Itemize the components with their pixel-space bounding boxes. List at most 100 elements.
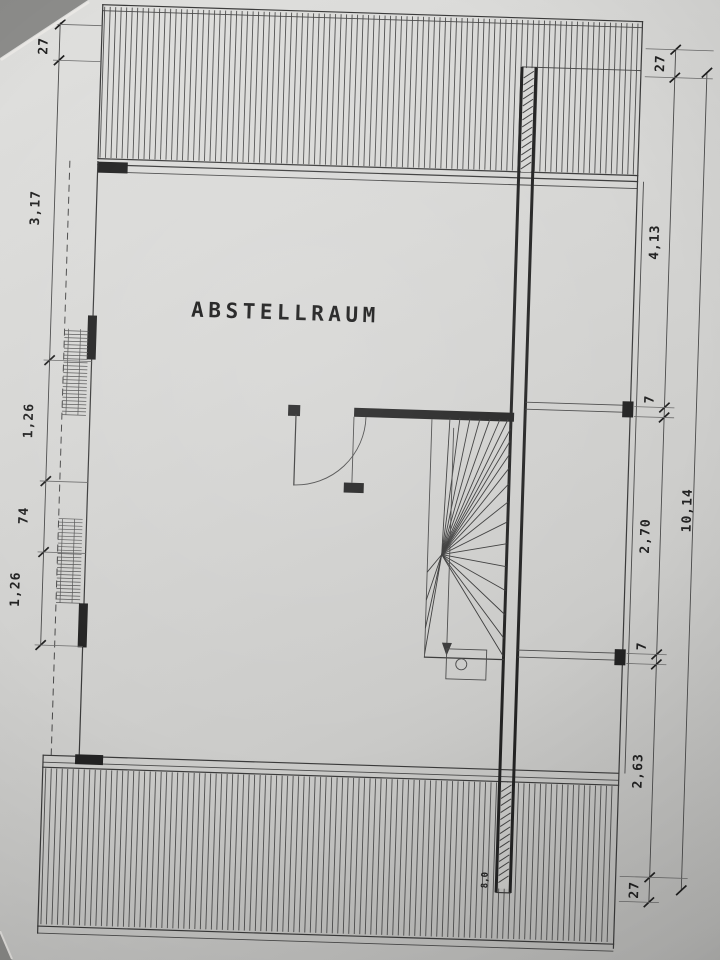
hatch-line xyxy=(605,22,611,174)
hatch-line xyxy=(238,774,245,931)
dim-left-0: 27 xyxy=(36,37,52,55)
bottom-band-frame xyxy=(36,754,620,952)
hatch-line xyxy=(572,21,578,173)
hatch-line xyxy=(594,22,600,174)
hatch-line xyxy=(199,773,206,930)
hatch-line xyxy=(133,771,140,928)
hatch-line xyxy=(128,771,135,927)
hatch-line xyxy=(588,22,595,174)
insulation-tick xyxy=(500,812,511,820)
hatch-line xyxy=(313,13,320,165)
hatch-line xyxy=(214,10,221,162)
chimney-flue-circle xyxy=(455,658,468,671)
hatch-line xyxy=(67,769,74,926)
hatch-line xyxy=(342,777,349,934)
top-band-frame xyxy=(97,4,644,177)
hatch-line xyxy=(100,770,107,927)
hatch-line xyxy=(209,10,216,162)
window-tick xyxy=(57,542,82,545)
hatch-line xyxy=(260,775,267,932)
window-hatch xyxy=(55,330,89,604)
insulation-tick xyxy=(520,154,532,163)
hatch-line xyxy=(573,785,580,941)
hatch-line xyxy=(381,778,388,935)
hatch-line xyxy=(511,19,518,171)
hatch-line xyxy=(408,779,415,936)
hatch-line xyxy=(390,15,397,167)
hatch-line xyxy=(40,768,47,925)
hatch-line xyxy=(220,10,227,162)
window-tick xyxy=(62,407,87,409)
hatch-line xyxy=(182,9,188,161)
hatch-line xyxy=(412,16,419,168)
hatch-line xyxy=(590,785,596,942)
hatch-line xyxy=(403,779,410,936)
hatch-line xyxy=(242,11,249,163)
hatch-line xyxy=(441,780,448,937)
window-tick xyxy=(62,400,87,402)
hatch-line xyxy=(166,772,173,929)
dim-right-4: 7 xyxy=(635,641,650,650)
hatch-line xyxy=(176,9,183,161)
stair-tread xyxy=(441,428,512,555)
hatch-line xyxy=(478,18,485,170)
stair-walk-line xyxy=(446,427,455,648)
window-tick xyxy=(62,396,87,399)
hatch-line xyxy=(293,776,300,933)
hatch-line xyxy=(425,780,432,937)
insulation-tick xyxy=(521,140,532,149)
hatch-line xyxy=(315,776,322,933)
hatch-line xyxy=(418,16,425,168)
stair-tread xyxy=(441,418,491,555)
hatch-line xyxy=(397,779,404,936)
hatch-line xyxy=(264,11,271,163)
hatch-line xyxy=(385,15,392,167)
hatch-line xyxy=(297,12,304,164)
hatch-line xyxy=(309,776,316,933)
window-tick xyxy=(63,351,88,353)
hatch-line xyxy=(473,18,480,170)
hatch-line xyxy=(595,785,602,942)
insulation-tick xyxy=(498,861,510,869)
hatch-line xyxy=(374,15,381,167)
dim-left-2: 1,26 xyxy=(21,403,37,439)
hatch-line xyxy=(539,20,545,172)
window-tick xyxy=(63,375,88,378)
insulation-tick xyxy=(520,161,532,170)
hatch-line xyxy=(275,12,282,164)
hatch-line xyxy=(341,14,348,166)
hatch-line xyxy=(78,769,85,926)
hatch-line xyxy=(149,8,155,160)
hatch-line xyxy=(463,781,470,938)
hatch-line xyxy=(143,8,150,160)
hatch-line xyxy=(627,23,633,175)
hatch-line xyxy=(506,19,512,171)
staircase xyxy=(287,404,515,681)
hatch-line xyxy=(550,20,556,172)
stair-tread xyxy=(441,554,506,615)
hatch-line xyxy=(601,785,607,942)
hatch-line xyxy=(456,17,463,169)
hatch-line xyxy=(551,784,558,941)
hatch-line xyxy=(110,7,117,159)
window-tick xyxy=(62,393,87,395)
insulation-tick xyxy=(523,77,534,86)
hatch-line xyxy=(583,21,589,173)
hatch-line xyxy=(423,16,430,168)
insulation-tick xyxy=(499,847,510,855)
hatch-line xyxy=(566,21,573,173)
hatch-line xyxy=(480,782,487,939)
window-tick xyxy=(56,584,81,587)
hatch-line xyxy=(265,775,272,932)
hatch-line xyxy=(89,769,96,926)
hatch-line xyxy=(193,9,199,161)
window-tick xyxy=(58,518,83,520)
window-tick xyxy=(63,365,88,367)
stair-tread xyxy=(441,554,507,568)
hatch-line xyxy=(282,775,289,932)
hatch-line xyxy=(458,781,465,938)
hatch-line xyxy=(122,770,129,927)
hatch-line xyxy=(132,7,139,159)
dim-right-3: 2,70 xyxy=(638,518,654,554)
